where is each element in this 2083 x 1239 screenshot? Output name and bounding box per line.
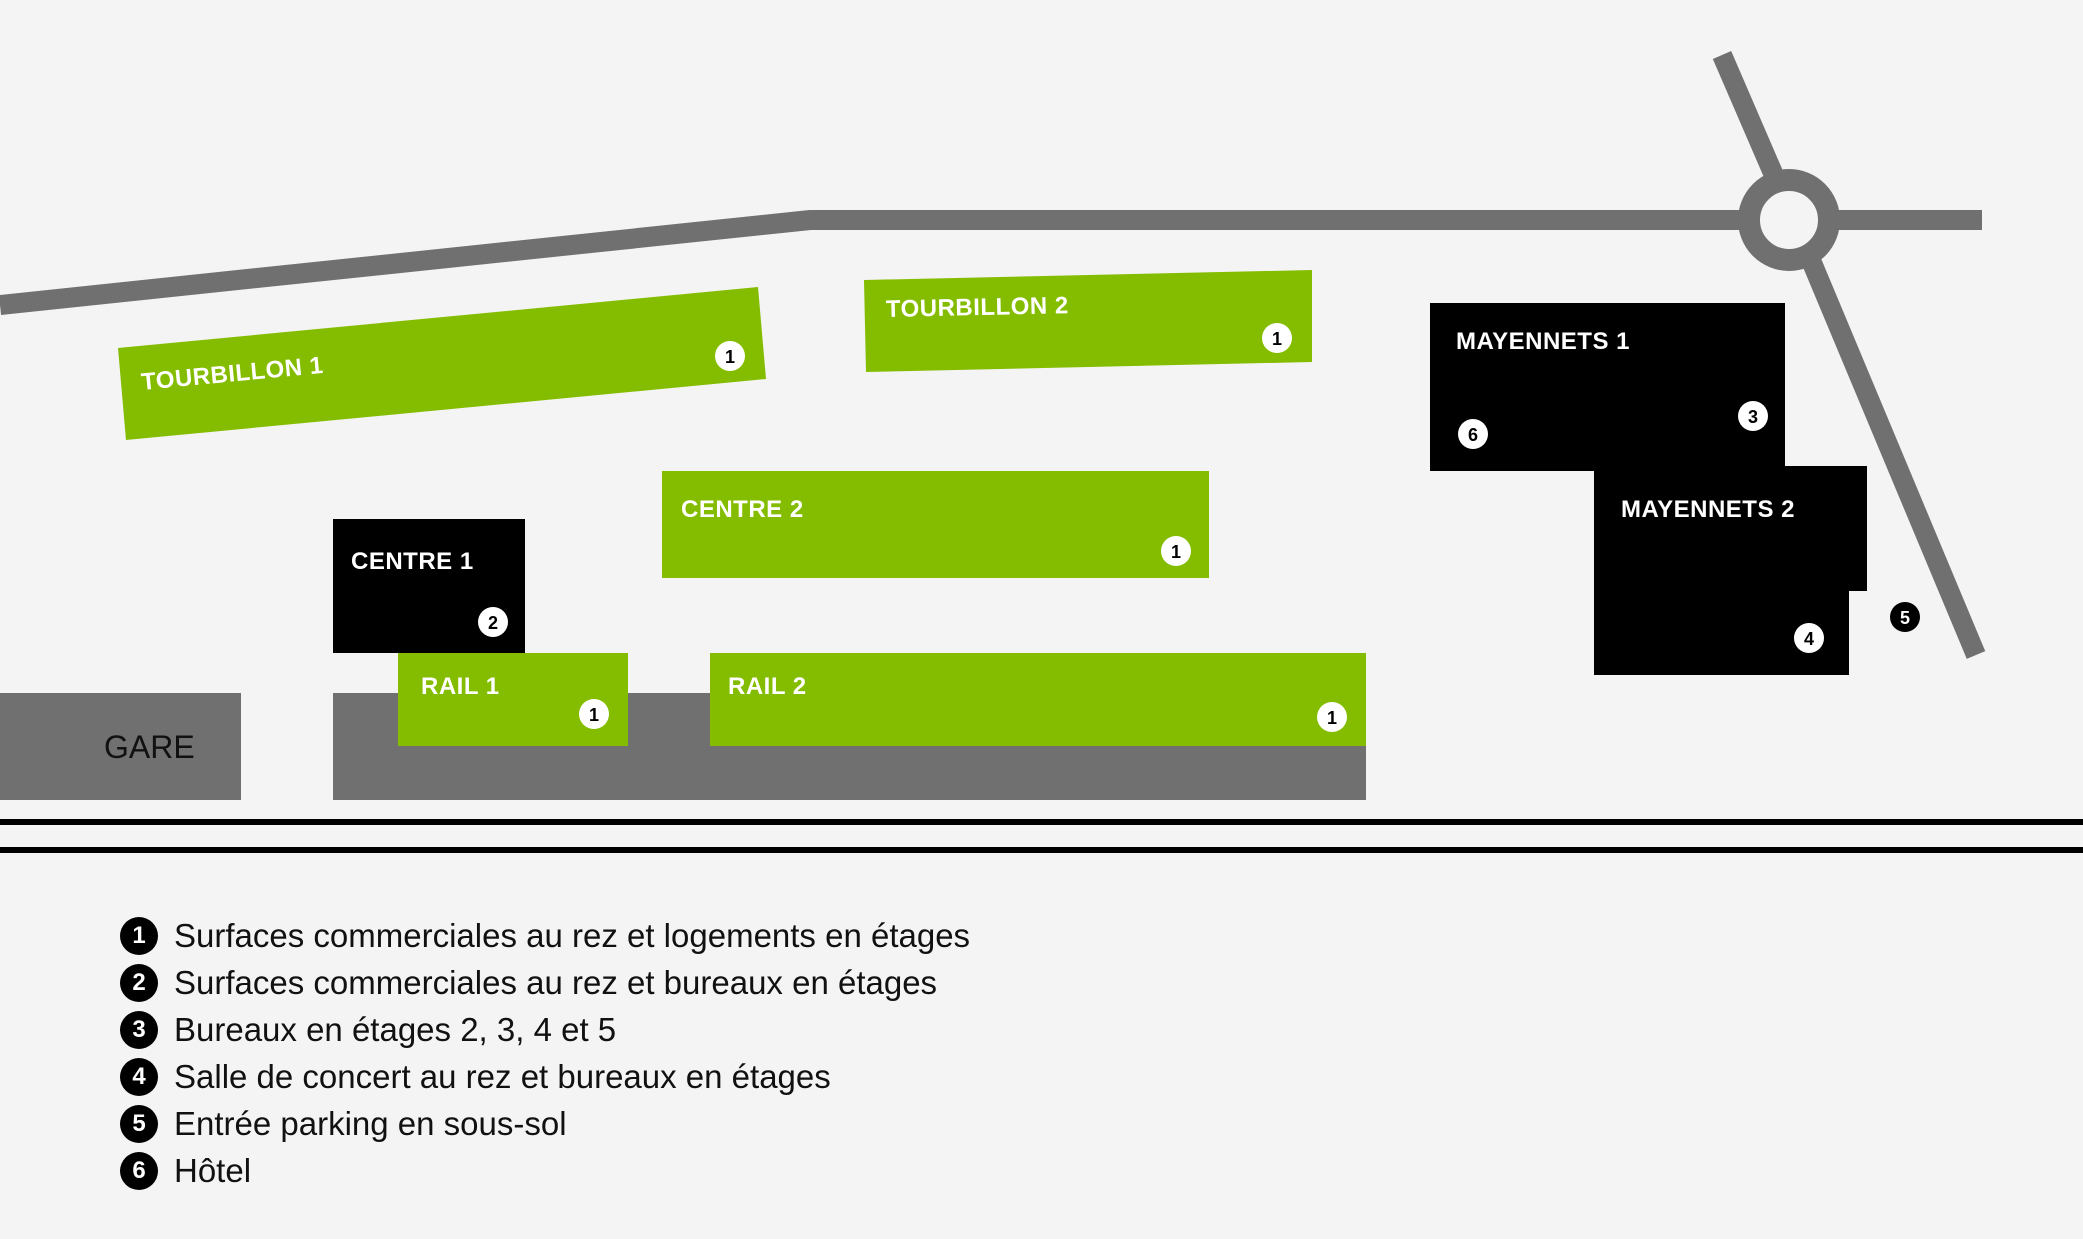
svg-text:1: 1: [725, 347, 735, 367]
legend-item: 1 Surfaces commerciales au rez et logeme…: [120, 912, 970, 959]
legend-badge: 3: [120, 1010, 158, 1049]
badge-1: 1: [579, 699, 609, 729]
building-label: CENTRE 2: [681, 496, 804, 523]
badge-3: 3: [1738, 401, 1768, 431]
building-label: MAYENNETS 2: [1621, 496, 1795, 523]
building-shape: [398, 653, 628, 746]
svg-text:6: 6: [1468, 425, 1478, 445]
legend-badge: 6: [120, 1151, 158, 1190]
svg-text:3: 3: [1748, 407, 1758, 427]
svg-text:1: 1: [589, 705, 599, 725]
main-road: [0, 210, 1742, 315]
building-label: RAIL 2: [728, 673, 807, 700]
svg-text:1: 1: [1272, 329, 1282, 349]
road-diagonal-north: [1712, 51, 1786, 184]
legend-item: 3 Bureaux en étages 2, 3, 4 et 5: [120, 1006, 970, 1053]
railway: [0, 819, 2083, 853]
building-shape: [864, 270, 1312, 372]
badge-1: 1: [715, 341, 745, 371]
building-rail-1[interactable]: RAIL 1 1: [398, 653, 628, 746]
legend-badge: 4: [120, 1057, 158, 1096]
legend-text: Salle de concert au rez et bureaux en ét…: [174, 1057, 831, 1095]
svg-text:4: 4: [1804, 629, 1814, 649]
legend: 1 Surfaces commerciales au rez et logeme…: [120, 912, 970, 1194]
legend-badge: 5: [120, 1104, 158, 1143]
svg-text:1: 1: [1327, 708, 1337, 728]
building-centre-2[interactable]: CENTRE 2 1: [662, 471, 1209, 578]
building-shape: [662, 471, 1209, 578]
svg-text:5: 5: [1900, 608, 1910, 628]
building-label: TOURBILLON 2: [886, 292, 1069, 323]
legend-text: Surfaces commerciales au rez et logement…: [174, 916, 971, 954]
building-mayennets-2[interactable]: MAYENNETS 2 4: [1594, 466, 1867, 675]
svg-text:1: 1: [1171, 542, 1181, 562]
legend-badge: 1: [120, 916, 158, 955]
road-diagonal-south: [1800, 254, 1986, 659]
building-shape: [1594, 466, 1867, 675]
roundabout: [1738, 169, 1840, 271]
legend-item: 6 Hôtel: [120, 1147, 970, 1194]
badge-6: 6: [1458, 419, 1488, 449]
building-shape: [710, 653, 1366, 746]
parking-entrance-badge: 5: [1890, 602, 1920, 632]
legend-text: Surfaces commerciales au rez et bureaux …: [174, 963, 938, 1001]
legend-text: Entrée parking en sous-sol: [174, 1104, 567, 1142]
building-shape: [118, 287, 766, 440]
svg-text:2: 2: [488, 613, 498, 633]
badge-1: 1: [1317, 702, 1347, 732]
legend-text: Hôtel: [174, 1151, 252, 1189]
building-label: MAYENNETS 1: [1456, 328, 1630, 355]
building-shape: [1430, 303, 1785, 471]
roads: [0, 51, 1986, 659]
legend-item: 4 Salle de concert au rez et bureaux en …: [120, 1053, 970, 1100]
badge-2: 2: [478, 607, 508, 637]
legend-item: 5 Entrée parking en sous-sol: [120, 1100, 970, 1147]
building-label: RAIL 1: [421, 673, 500, 700]
building-centre-1[interactable]: CENTRE 1 2: [333, 519, 525, 653]
building-tourbillon-2[interactable]: TOURBILLON 2 1: [864, 270, 1312, 372]
legend-item: 2 Surfaces commerciales au rez et bureau…: [120, 959, 970, 1006]
badge-4: 4: [1794, 623, 1824, 653]
building-rail-2[interactable]: RAIL 2 1: [710, 653, 1366, 746]
badge-1: 1: [1262, 323, 1292, 353]
legend-badge: 2: [120, 963, 158, 1002]
gare-building: [0, 693, 241, 800]
building-mayennets-1[interactable]: MAYENNETS 1 6 3: [1430, 303, 1785, 471]
gare-label: GARE: [104, 729, 195, 765]
building-label: CENTRE 1: [351, 548, 474, 575]
legend-text: Bureaux en étages 2, 3, 4 et 5: [174, 1010, 617, 1048]
building-tourbillon-1[interactable]: TOURBILLON 1 1: [118, 287, 766, 440]
badge-1: 1: [1161, 536, 1191, 566]
